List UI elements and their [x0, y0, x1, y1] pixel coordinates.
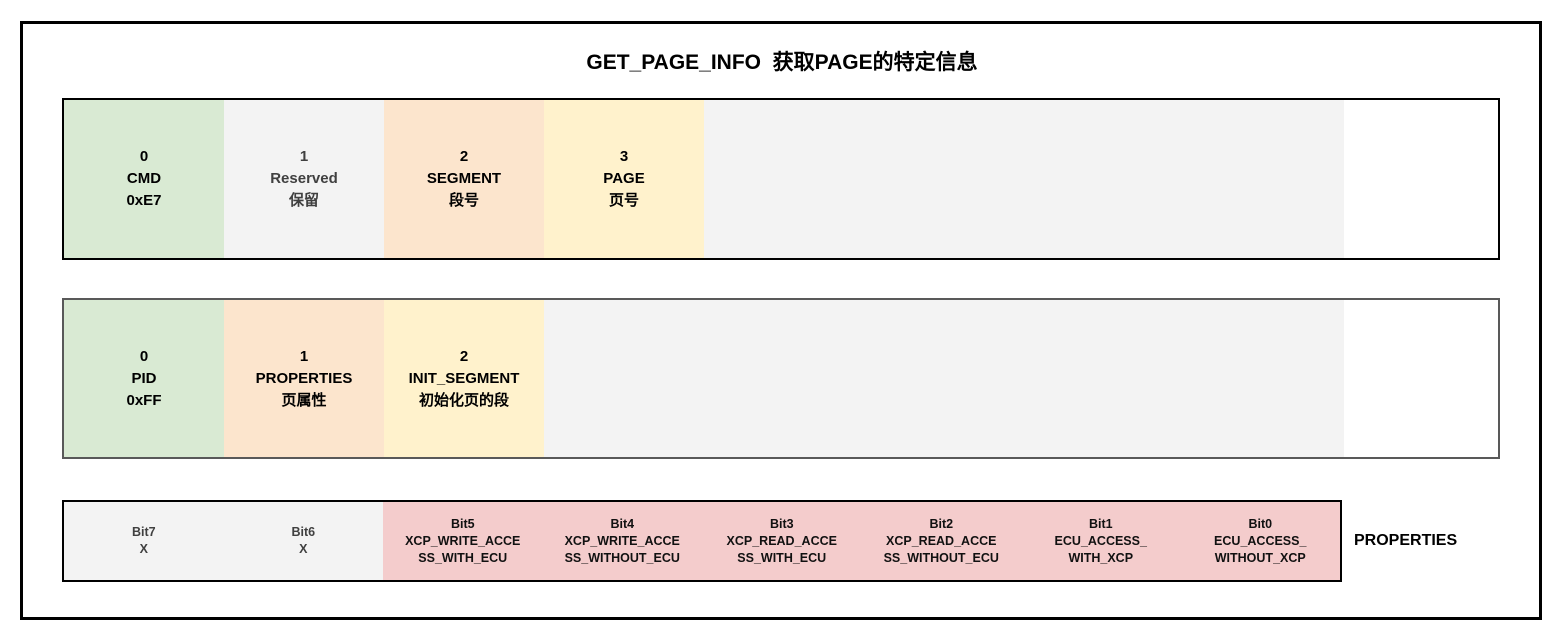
response-byte2-cell: 2 INIT_SEGMENT 初始化页的段 — [384, 300, 544, 457]
bit-index: Bit6 — [291, 525, 316, 539]
byte-name: SEGMENT — [426, 170, 502, 187]
properties-bit-row: Bit7 X Bit6 X Bit5 XCP_WRITE_ACCE SS_WIT… — [62, 500, 1342, 582]
request-byte1-cell: 1 Reserved 保留 — [224, 100, 384, 258]
byte-name: Reserved — [270, 170, 338, 187]
properties-row-label: PROPERTIES — [1354, 532, 1458, 549]
bit-index: Bit0 — [1248, 516, 1273, 531]
bit-index: Bit5 — [450, 516, 475, 531]
request-byte3-cell: 3 PAGE 页号 — [544, 100, 704, 258]
request-byte0-cell: 0 CMD 0xE7 — [64, 100, 224, 258]
byte-name: PAGE — [603, 170, 645, 187]
bit0-cell: Bit0 ECU_ACCESS_ WITHOUT_XCP — [1180, 502, 1340, 580]
byte-name: CMD — [126, 170, 162, 187]
request-unused-area — [704, 100, 1344, 258]
byte-index: 2 — [459, 347, 469, 365]
bit-name: XCP_READ_ACCE SS_WITHOUT_ECU — [883, 533, 999, 565]
response-byte1-cell: 1 PROPERTIES 页属性 — [224, 300, 384, 457]
bit6-cell: Bit6 X — [223, 502, 383, 580]
byte-desc: 0xFF — [126, 391, 162, 409]
byte-desc: 页号 — [608, 192, 639, 209]
request-byte2-cell: 2 SEGMENT 段号 — [384, 100, 544, 258]
bit-index: Bit3 — [769, 516, 794, 531]
bit-name: XCP_READ_ACCE SS_WITH_ECU — [726, 533, 837, 565]
response-blank-area — [1344, 300, 1498, 457]
diagram-title: GET_PAGE_INFO 获取PAGE的特定信息 — [586, 51, 978, 74]
bit-name: X — [139, 542, 148, 556]
bit3-cell: Bit3 XCP_READ_ACCE SS_WITH_ECU — [702, 502, 862, 580]
bit7-cell: Bit7 X — [64, 502, 224, 580]
bit-name: XCP_WRITE_ACCE SS_WITHOUT_ECU — [564, 533, 680, 565]
bit2-cell: Bit2 XCP_READ_ACCE SS_WITHOUT_ECU — [861, 502, 1021, 580]
response-byte0-cell: 0 PID 0xFF — [64, 300, 224, 457]
byte-name: PID — [131, 369, 157, 387]
bit-index: Bit4 — [610, 516, 635, 531]
byte-desc: 0xE7 — [126, 192, 162, 209]
byte-desc: 保留 — [288, 192, 319, 209]
response-unused-area — [544, 300, 1344, 457]
byte-desc: 段号 — [448, 192, 479, 209]
bit-name: ECU_ACCESS_ WITH_XCP — [1054, 533, 1147, 565]
request-blank-area — [1344, 100, 1498, 258]
bit-index: Bit2 — [929, 516, 954, 531]
byte-index: 2 — [459, 148, 469, 165]
bit4-cell: Bit4 XCP_WRITE_ACCE SS_WITHOUT_ECU — [542, 502, 702, 580]
byte-index: 0 — [139, 148, 149, 165]
bit-index: Bit7 — [131, 525, 156, 539]
request-byte-row: 0 CMD 0xE7 1 Reserved 保留 2 SEGMENT 段号 3 … — [62, 98, 1500, 260]
bit-name: ECU_ACCESS_ WITHOUT_XCP — [1214, 533, 1307, 565]
bit-name: X — [299, 542, 308, 556]
byte-name: INIT_SEGMENT — [408, 369, 520, 387]
byte-desc: 初始化页的段 — [418, 391, 509, 409]
byte-index: 1 — [299, 148, 309, 165]
bit-index: Bit1 — [1088, 516, 1113, 531]
bit-name: XCP_WRITE_ACCE SS_WITH_ECU — [405, 533, 521, 565]
bit5-cell: Bit5 XCP_WRITE_ACCE SS_WITH_ECU — [383, 502, 543, 580]
bit1-cell: Bit1 ECU_ACCESS_ WITH_XCP — [1021, 502, 1181, 580]
byte-index: 0 — [139, 347, 149, 365]
byte-index: 1 — [299, 347, 309, 365]
byte-desc: 页属性 — [281, 391, 327, 409]
byte-name: PROPERTIES — [255, 369, 353, 387]
byte-index: 3 — [619, 148, 629, 165]
response-byte-row: 0 PID 0xFF 1 PROPERTIES 页属性 2 INIT_SEGME… — [62, 298, 1500, 459]
